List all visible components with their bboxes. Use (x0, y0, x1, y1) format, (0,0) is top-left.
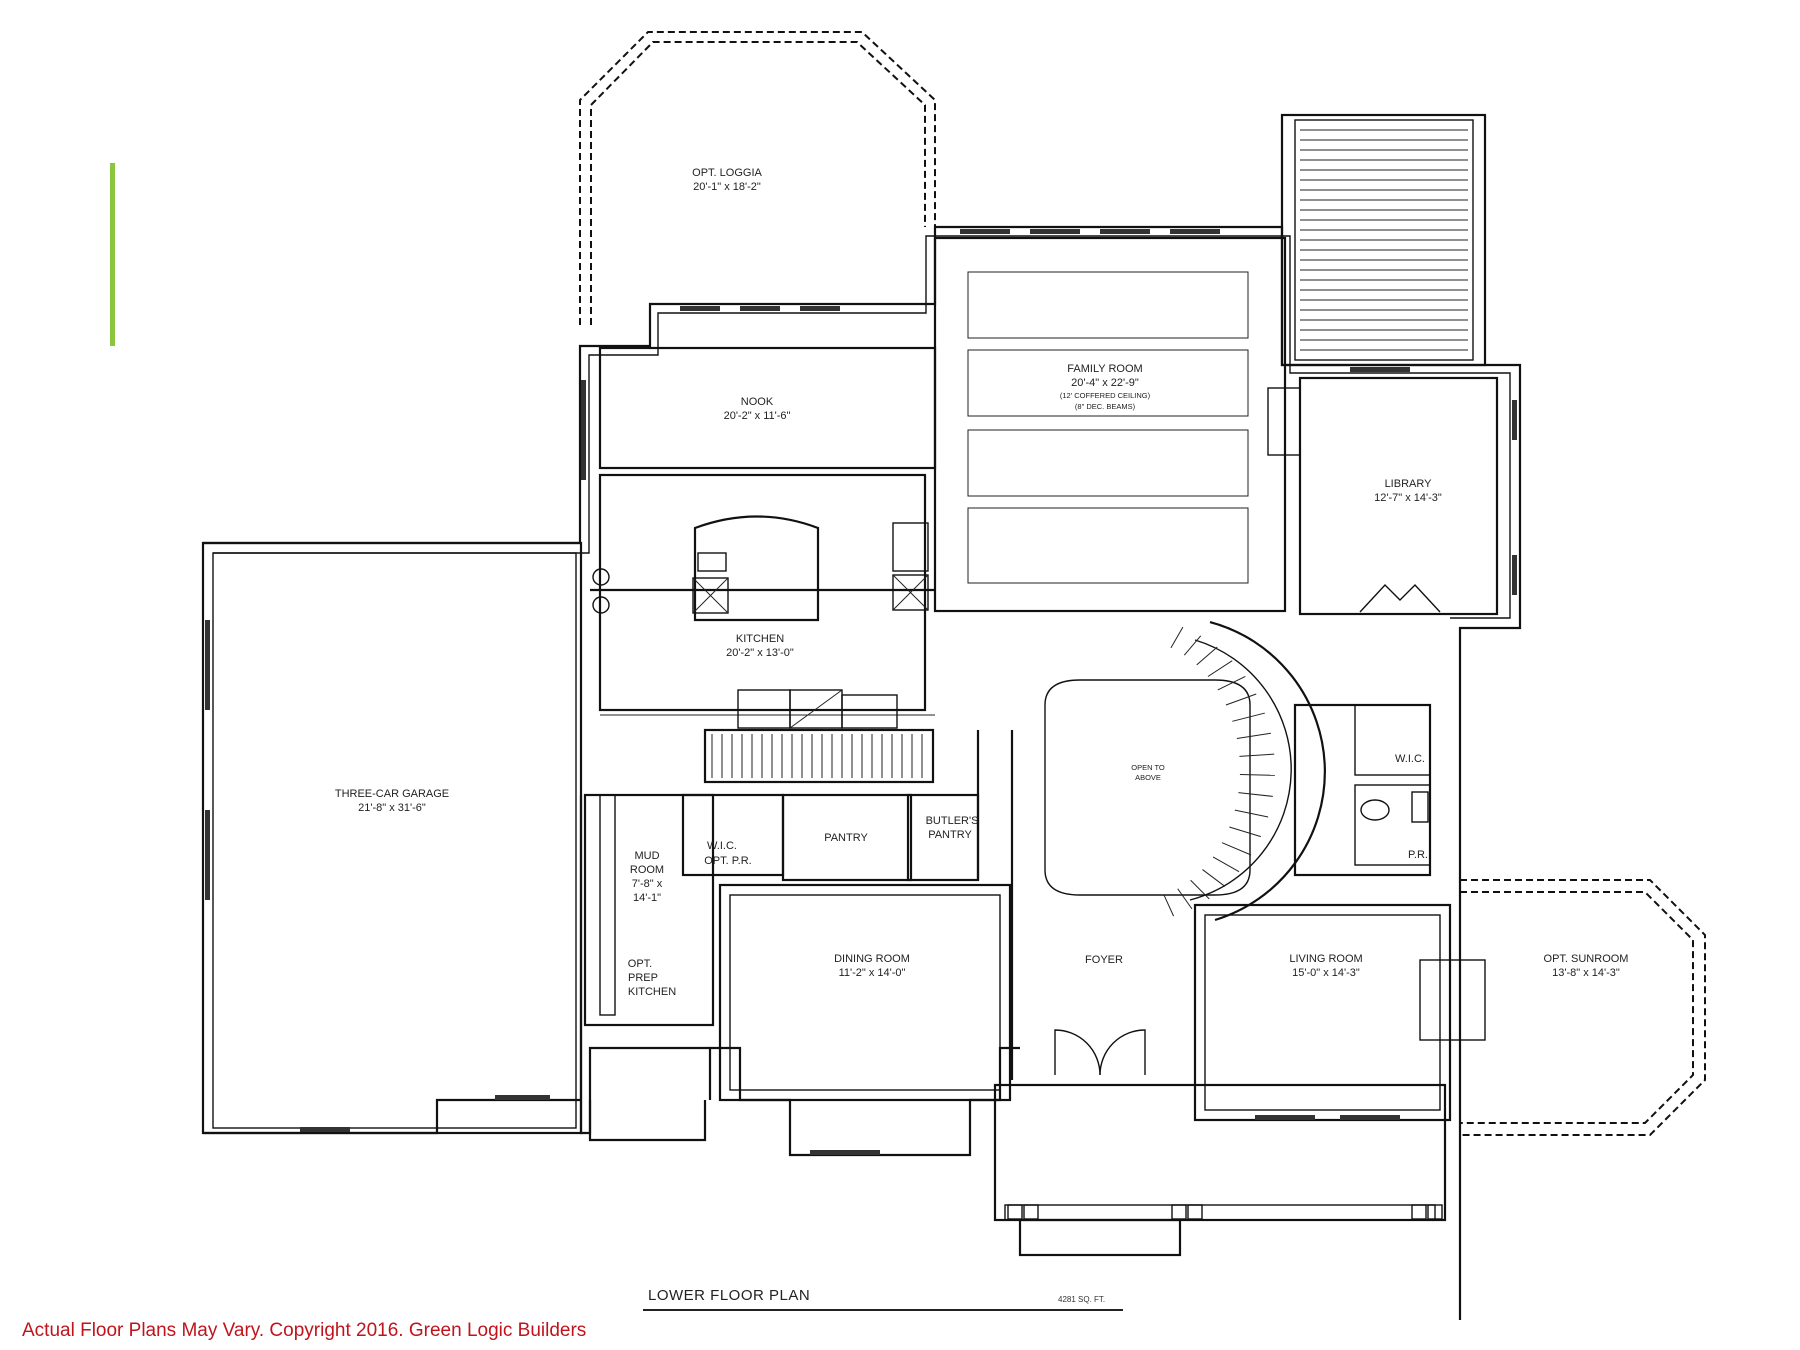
stair-tread (1236, 732, 1271, 740)
mud-room-line3: 7'-8" x (632, 878, 663, 890)
accent-bar (110, 163, 115, 346)
butlers-pantry-line2: PANTRY (928, 829, 972, 841)
loggia-dims: 20'-1" x 18'-2" (693, 181, 761, 193)
stair-tread (1221, 842, 1252, 856)
stair-tread (1190, 879, 1210, 900)
stair-tread (1163, 894, 1175, 917)
stair-tread (1217, 675, 1246, 691)
open-to-above-line2: ABOVE (1135, 773, 1161, 782)
garage-dims: 21'-8" x 31'-6" (358, 802, 426, 814)
foyer-label: FOYER (1085, 954, 1123, 966)
stair-tread (1196, 646, 1218, 666)
exterior-walls (201, 225, 1522, 1320)
prep-kitchen-line1: OPT. (628, 958, 652, 970)
sunroom-dims: 13'-8" x 14'-3" (1552, 967, 1620, 979)
stair-tread (1229, 826, 1261, 838)
dining-room-dims: 11'-2" x 14'-0" (839, 967, 906, 979)
wic-pr-left-line2: OPT. P.R. (704, 855, 751, 867)
prep-kitchen-line2: PREP (628, 972, 658, 984)
loggia-name: OPT. LOGGIA (692, 167, 762, 179)
deck-stairs (1280, 113, 1487, 367)
living-room-dims: 15'-0" x 14'-3" (1292, 967, 1360, 979)
plan-title: LOWER FLOOR PLAN (648, 1287, 811, 1304)
nook-name: NOOK (741, 396, 774, 408)
sunroom-outline (1460, 879, 1706, 1136)
copyright-disclaimer: Actual Floor Plans May Vary. Copyright 2… (22, 1320, 587, 1341)
sunroom-name: OPT. SUNROOM (1544, 953, 1629, 965)
family-room-note2: (8" DEC. BEAMS) (1075, 402, 1136, 411)
kitchen-name: KITCHEN (736, 633, 784, 645)
loggia-outline (579, 31, 936, 325)
stair-tread (1234, 809, 1269, 818)
stair-tread (1212, 856, 1240, 873)
mud-room-line2: ROOM (630, 864, 664, 876)
porch-columns (1007, 1204, 1443, 1220)
mud-room-line1: MUD (634, 850, 659, 862)
stair-tread (1232, 712, 1265, 722)
stair-tread (1239, 774, 1275, 776)
library-dims: 12'-7" x 14'-3" (1374, 492, 1442, 504)
prep-kitchen-line3: KITCHEN (628, 986, 676, 998)
stair-tread (1238, 792, 1273, 797)
mud-room-line4: 14'-1" (633, 892, 661, 904)
open-to-above-line1: OPEN TO (1131, 763, 1165, 772)
wic-pr-left-line1: W.I.C. (707, 840, 737, 852)
dining-room-name: DINING ROOM (834, 953, 910, 965)
stair-tread (1202, 869, 1226, 887)
family-room-name: FAMILY ROOM (1067, 363, 1142, 375)
stair-tread (1207, 660, 1233, 677)
stair-tread (1170, 626, 1184, 649)
pr-right-label: P.R. (1408, 849, 1428, 861)
stair-tread (1225, 693, 1257, 706)
plan-title-rule (643, 1309, 1123, 1311)
windows (205, 229, 1517, 1155)
butlers-pantry-line1: BUTLER'S (926, 815, 979, 827)
stair-tread (1177, 888, 1193, 910)
pantry-label: PANTRY (824, 832, 868, 844)
stair-tread (1183, 635, 1202, 656)
family-room-note1: (12' COFFERED CEILING) (1060, 391, 1151, 400)
nook-dims: 20'-2" x 11'-6" (724, 410, 791, 422)
kitchen-dims: 20'-2" x 13'-0" (726, 647, 794, 659)
wic-right-label: W.I.C. (1395, 753, 1425, 765)
library-name: LIBRARY (1385, 478, 1433, 490)
interior-walls (583, 236, 1499, 1080)
square-footage: 4281 SQ. FT. (1058, 1295, 1106, 1304)
living-room-name: LIVING ROOM (1289, 953, 1362, 965)
stair-tread (1239, 753, 1275, 757)
family-room-dims: 20'-4" x 22'-9" (1071, 377, 1139, 389)
garage-name: THREE-CAR GARAGE (335, 788, 449, 800)
